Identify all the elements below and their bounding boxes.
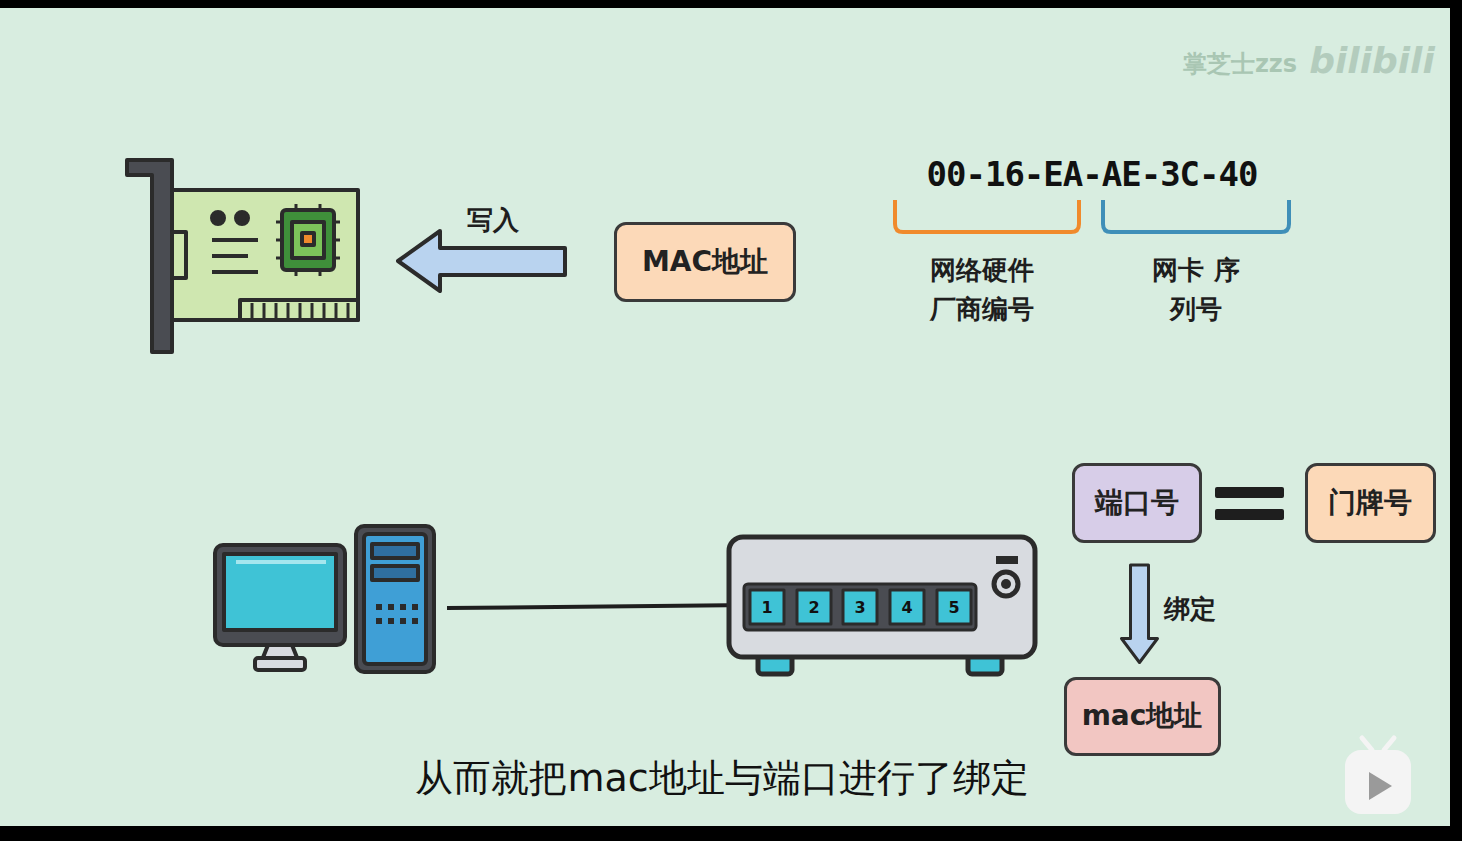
edge-label: 绑定 <box>1164 592 1216 627</box>
write-arrow <box>398 231 565 291</box>
port-number: 2 <box>808 598 819 617</box>
node-text: 端口号 <box>1095 484 1179 522</box>
part-caption: 网络硬件 厂商编号 <box>925 251 1039 329</box>
bind-arrow <box>1122 565 1158 663</box>
node-text: 门牌号 <box>1328 484 1412 522</box>
watermark: 掌芝士zzs <box>1183 48 1297 80</box>
network-card <box>127 160 358 352</box>
subtitle: 从而就把mac地址与端口进行了绑定 <box>415 753 1028 804</box>
network-cable <box>447 605 752 608</box>
part-caption: 网卡 序列号 <box>1152 251 1240 329</box>
port-number: 5 <box>948 598 959 617</box>
bilibili-icon <box>1345 738 1411 814</box>
port-number: 3 <box>854 598 865 617</box>
serial-bracket <box>1103 200 1289 232</box>
equals-sign <box>1215 487 1284 520</box>
port-number: 4 <box>901 598 912 617</box>
arrow-label: 写入 <box>467 203 519 238</box>
watermark: bilibili <box>1309 40 1435 81</box>
node-text: MAC地址 <box>642 243 768 281</box>
background <box>0 8 1450 826</box>
network-switch <box>729 537 1035 674</box>
mac-address-box: MAC地址 <box>614 222 796 302</box>
port-number: 1 <box>761 598 772 617</box>
port-number-box: 端口号 <box>1072 463 1202 543</box>
mac-address-box: mac地址 <box>1064 677 1221 756</box>
vendor-bracket <box>895 200 1079 232</box>
computer <box>215 526 434 672</box>
node-text: mac地址 <box>1082 697 1203 735</box>
house-number-box: 门牌号 <box>1305 463 1436 543</box>
mac-string: 00-16-EA-AE-3C-40 <box>927 154 1258 194</box>
